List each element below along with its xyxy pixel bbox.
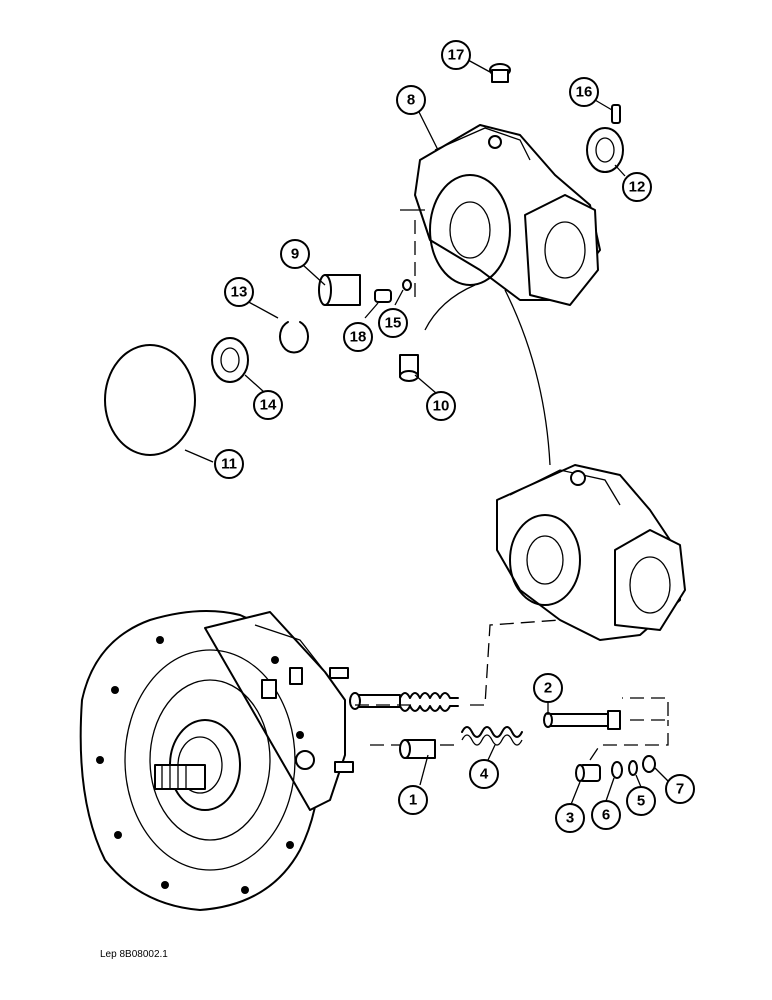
part-sleeve (399, 739, 436, 759)
part-circlip (279, 321, 309, 354)
part-cap (489, 63, 511, 83)
callout-2: 2 (533, 673, 563, 703)
callout-11-label: 11 (221, 456, 237, 473)
leader-lines (184, 59, 673, 808)
callout-17-label: 17 (448, 47, 465, 64)
part-large-o-ring (104, 344, 196, 456)
callout-4-label: 4 (480, 766, 489, 783)
part-small-sleeve (374, 289, 392, 303)
callout-1-label: 1 (409, 792, 417, 809)
callout-3: 3 (555, 803, 585, 833)
part-washer-7 (642, 755, 656, 773)
callout-14-label: 14 (260, 397, 277, 414)
callout-18: 18 (343, 322, 373, 352)
callout-13-label: 13 (231, 284, 248, 301)
callout-13: 13 (224, 277, 254, 307)
callout-2-label: 2 (544, 680, 552, 697)
callout-9-label: 9 (291, 246, 299, 263)
callout-8-label: 8 (407, 92, 415, 109)
callout-10-label: 10 (433, 398, 450, 415)
part-bearing-lower (211, 337, 249, 383)
part-pin (611, 104, 621, 124)
callout-18-label: 18 (350, 329, 367, 346)
callout-4: 4 (469, 759, 499, 789)
callout-6: 6 (591, 800, 621, 830)
callout-1: 1 (398, 785, 428, 815)
part-o-ring-6 (611, 761, 623, 779)
pump-assembly (79, 610, 354, 911)
callout-12: 12 (622, 172, 652, 202)
part-bearing-upper (586, 127, 624, 173)
part-o-ring-15 (402, 279, 412, 291)
callout-17: 17 (441, 40, 471, 70)
callout-16: 16 (569, 77, 599, 107)
valve-spool (349, 692, 459, 712)
callout-7: 7 (665, 774, 695, 804)
pump-housing-exploded (414, 124, 601, 306)
callout-15: 15 (378, 308, 408, 338)
part-rod (543, 710, 621, 730)
part-plug-10 (399, 354, 419, 382)
callout-10: 10 (426, 391, 456, 421)
callout-9: 9 (280, 239, 310, 269)
drawing-reference: Lep 8B08002.1 (100, 949, 168, 960)
callout-5-label: 5 (637, 793, 645, 810)
part-plug (575, 764, 601, 782)
part-o-ring-5 (628, 760, 638, 776)
callout-11: 11 (214, 449, 244, 479)
part-bushing (318, 274, 361, 306)
callout-14: 14 (253, 390, 283, 420)
part-spring (461, 726, 523, 746)
callout-16-label: 16 (576, 84, 593, 101)
callout-7-label: 7 (676, 781, 684, 798)
assembly-centerlines (355, 209, 669, 761)
callout-6-label: 6 (602, 807, 610, 824)
callout-5: 5 (626, 786, 656, 816)
pump-housing-installed (496, 464, 686, 641)
callout-8: 8 (396, 85, 426, 115)
callout-3-label: 3 (566, 810, 574, 827)
callout-12-label: 12 (629, 179, 646, 196)
callout-15-label: 15 (385, 315, 402, 332)
